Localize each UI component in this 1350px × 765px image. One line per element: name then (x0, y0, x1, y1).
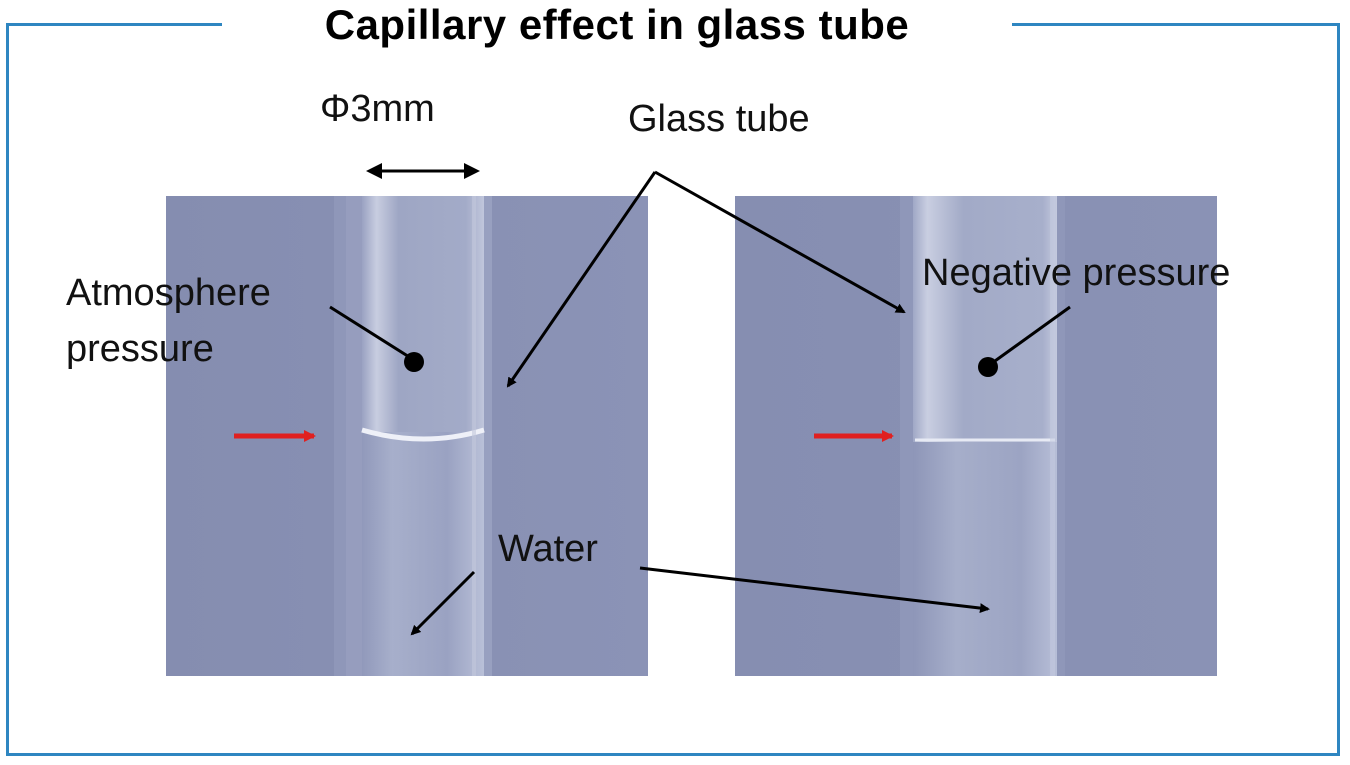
water-pointer-left (410, 570, 476, 636)
negative-pressure-pointer-line (987, 305, 1071, 368)
diameter-arrow (366, 163, 480, 179)
glass-tube-pointer-left (506, 171, 657, 388)
diameter-label: Φ3mm (320, 88, 435, 130)
title-background (222, 8, 1012, 44)
atmosphere-label-line1: Atmosphere (66, 272, 271, 314)
left-tube-illustration (166, 196, 648, 676)
negative-pressure-pointer-dot (978, 357, 998, 377)
water-pointer-right (639, 566, 990, 614)
atmosphere-label-line2: pressure (66, 328, 214, 370)
figure-title: Capillary effect in glass tube (324, 1, 910, 48)
right-tube-illustration (735, 196, 1217, 676)
atmosphere-pointer-line (329, 305, 415, 362)
water-label: Water (498, 528, 598, 570)
glass-tube-label: Glass tube (628, 98, 810, 140)
negative-pressure-label: Negative pressure (922, 252, 1231, 294)
photo-atmosphere-pressure (166, 196, 648, 676)
atmosphere-pointer-dot (404, 352, 424, 372)
glass-tube-pointer-right (654, 170, 906, 314)
